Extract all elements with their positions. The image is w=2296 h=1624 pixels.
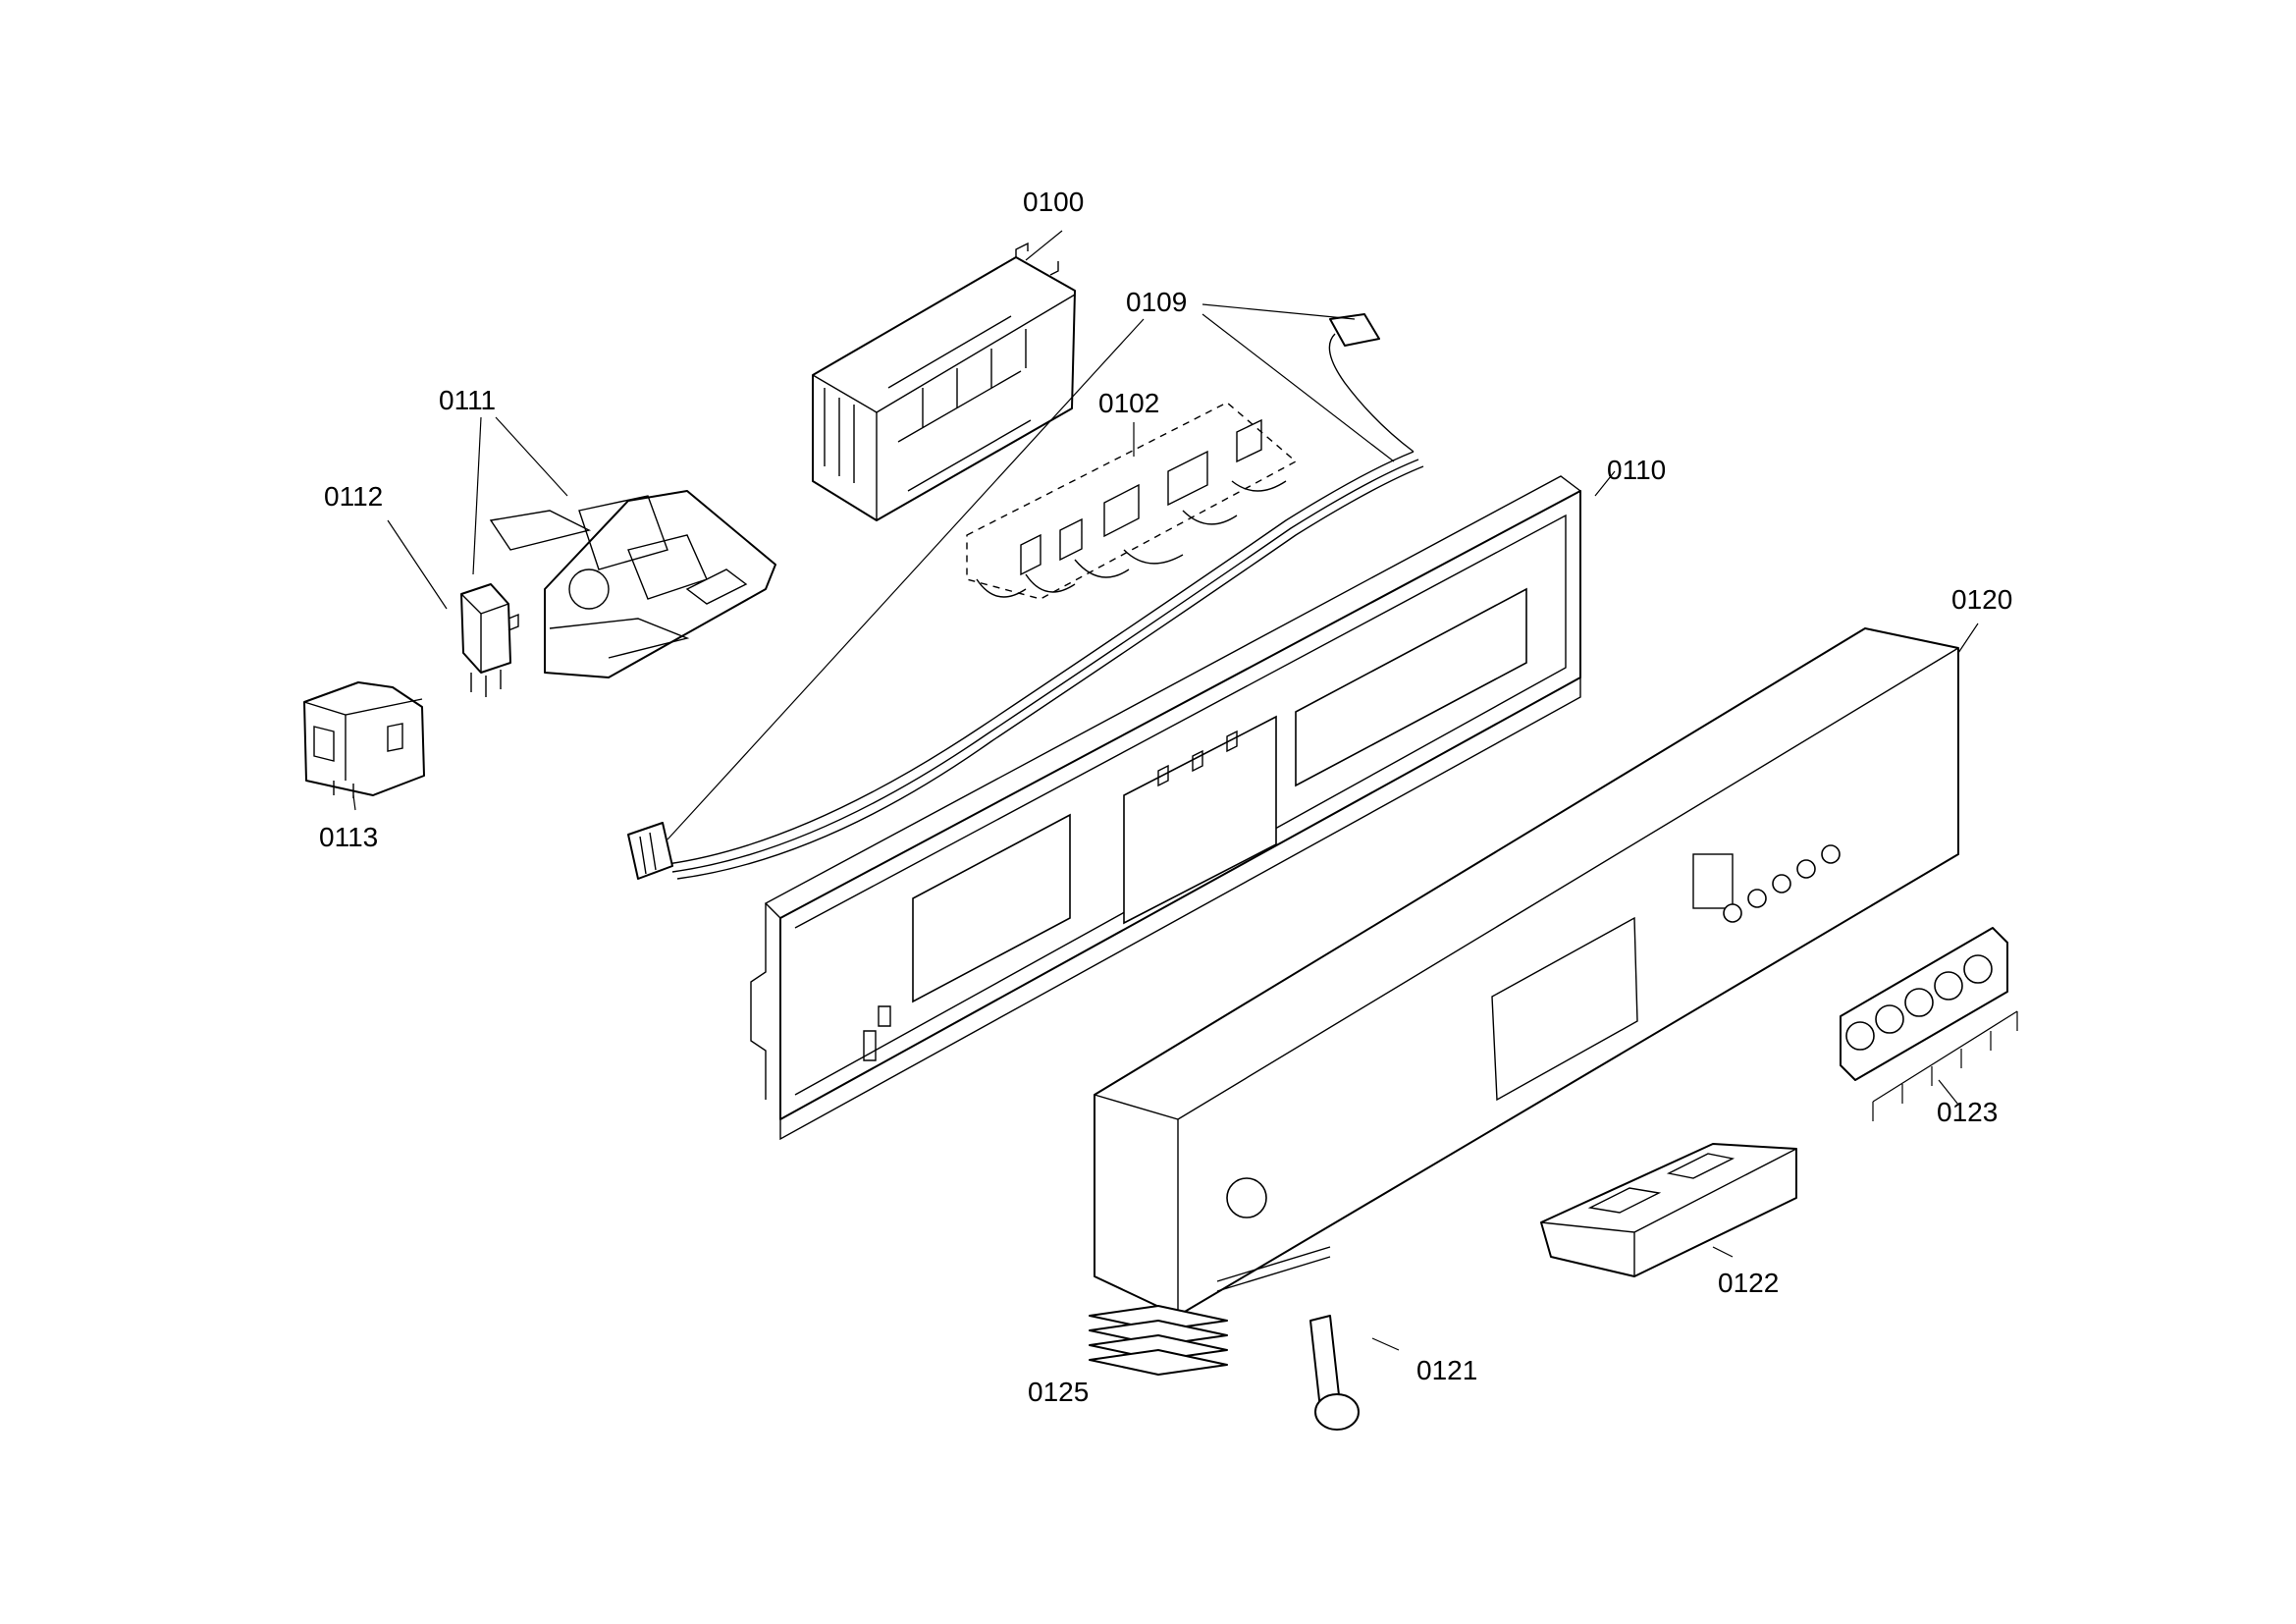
label-0125: 0125 [1028,1377,1089,1407]
label-0109: 0109 [1126,287,1187,317]
label-0120: 0120 [1951,584,2012,615]
leader-0109-c [1201,313,1395,462]
control-module-0100[interactable] [812,0,1076,521]
rear-panel-frame-0110[interactable] [750,475,1581,1141]
leader-0113 [352,794,356,811]
actuator-housing-0111[interactable] [489,490,776,678]
dispenser-0122[interactable] [1540,1143,1797,1277]
wire-harness-0109[interactable] [627,313,1424,880]
leader-0121 [1371,1337,1400,1351]
leader-0109-a [667,318,1145,840]
connector-set-0102[interactable] [966,402,1298,600]
label-0113: 0113 [319,822,378,852]
leader-0122 [1712,1246,1734,1258]
knob-0121[interactable] [1309,1315,1360,1431]
leader-0100 [1025,230,1063,261]
button-set-0123[interactable] [1840,927,2018,1121]
leader-0111-b [472,416,482,575]
switch-block-0113[interactable] [303,681,425,798]
label-0111: 0111 [439,385,496,415]
seal-strips-0125[interactable] [1089,1246,1331,1376]
label-0122: 0122 [1718,1268,1779,1298]
label-0112: 0112 [324,481,383,512]
part-labels: 0100 0102 0109 0110 0111 0112 0113 0120 … [319,187,2012,1407]
leader-0112 [387,519,448,610]
front-fascia-0120[interactable] [1094,627,1959,1317]
label-0110: 0110 [1607,455,1666,485]
label-0123: 0123 [1937,1097,1998,1127]
leader-lines [352,230,1979,1351]
relay-switch-0112[interactable] [460,583,519,697]
leader-0109-b [1201,303,1356,320]
leader-0120 [1957,623,1979,654]
leader-0123 [1938,1079,1959,1106]
label-0121: 0121 [1416,1355,1477,1385]
leader-0111-a [495,416,568,497]
leader-0110 [1594,470,1616,497]
label-0102: 0102 [1098,388,1159,418]
label-0100: 0100 [1023,187,1084,217]
